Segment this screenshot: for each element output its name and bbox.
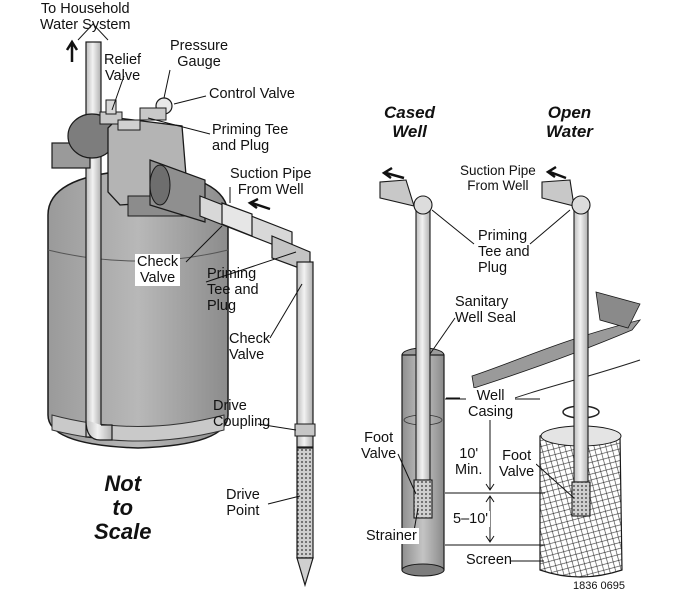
label-screen: Screen xyxy=(466,552,512,568)
left-leader-lines xyxy=(111,69,303,505)
label-priming-tee-and-plug-pump: Priming Tee and Plug xyxy=(212,122,289,154)
header-cased-well: Cased Well xyxy=(384,103,436,141)
open-water xyxy=(471,179,642,578)
relief-and-control-valves xyxy=(99,97,173,131)
label-well-casing: Well Casing xyxy=(466,388,516,420)
label-check-valve-upper: Check Valve xyxy=(135,254,181,286)
cased-flow-arrow xyxy=(381,166,405,180)
label-priming-tee-and-plug-right: Priming Tee and Plug xyxy=(478,228,530,276)
header-open-water: Open Water xyxy=(546,103,593,141)
label-five-to-ten-feet: 5–10' xyxy=(451,511,491,527)
open-flow-arrow xyxy=(545,165,567,180)
label-drive-point: Drive Point xyxy=(226,487,260,519)
label-priming-tee-and-plug-drive: Priming Tee and Plug xyxy=(207,266,259,314)
label-not-to-scale: Not to Scale xyxy=(94,471,152,544)
label-strainer: Strainer xyxy=(364,528,419,544)
label-sanitary-well-seal: Sanitary Well Seal xyxy=(455,294,516,326)
household-flow-arrow xyxy=(65,39,79,62)
jet-pump xyxy=(67,113,206,223)
suction-flow-arrow xyxy=(247,197,271,211)
cased-well xyxy=(379,179,445,577)
label-foot-valve-cased: Foot Valve xyxy=(361,430,397,462)
label-foot-valve-open: Foot Valve xyxy=(497,448,537,480)
figure-code: 1836 0695 xyxy=(573,580,625,592)
label-suction-pipe-from-well-right: Suction Pipe From Well xyxy=(460,163,536,193)
label-relief-valve: Relief Valve xyxy=(104,52,142,84)
label-ten-feet-minimum: 10' Min. xyxy=(453,446,485,478)
label-to-household-water-system: To Household Water System xyxy=(40,1,131,33)
label-suction-pipe-from-well-left: Suction Pipe From Well xyxy=(230,166,312,198)
label-drive-coupling: Drive Coupling xyxy=(213,398,271,430)
drive-pipe xyxy=(294,261,316,588)
right-leader-lines xyxy=(397,209,575,562)
label-check-valve-lower: Check Valve xyxy=(229,331,271,363)
label-control-valve: Control Valve xyxy=(209,86,295,102)
label-pressure-gauge: Pressure Gauge xyxy=(170,38,229,70)
